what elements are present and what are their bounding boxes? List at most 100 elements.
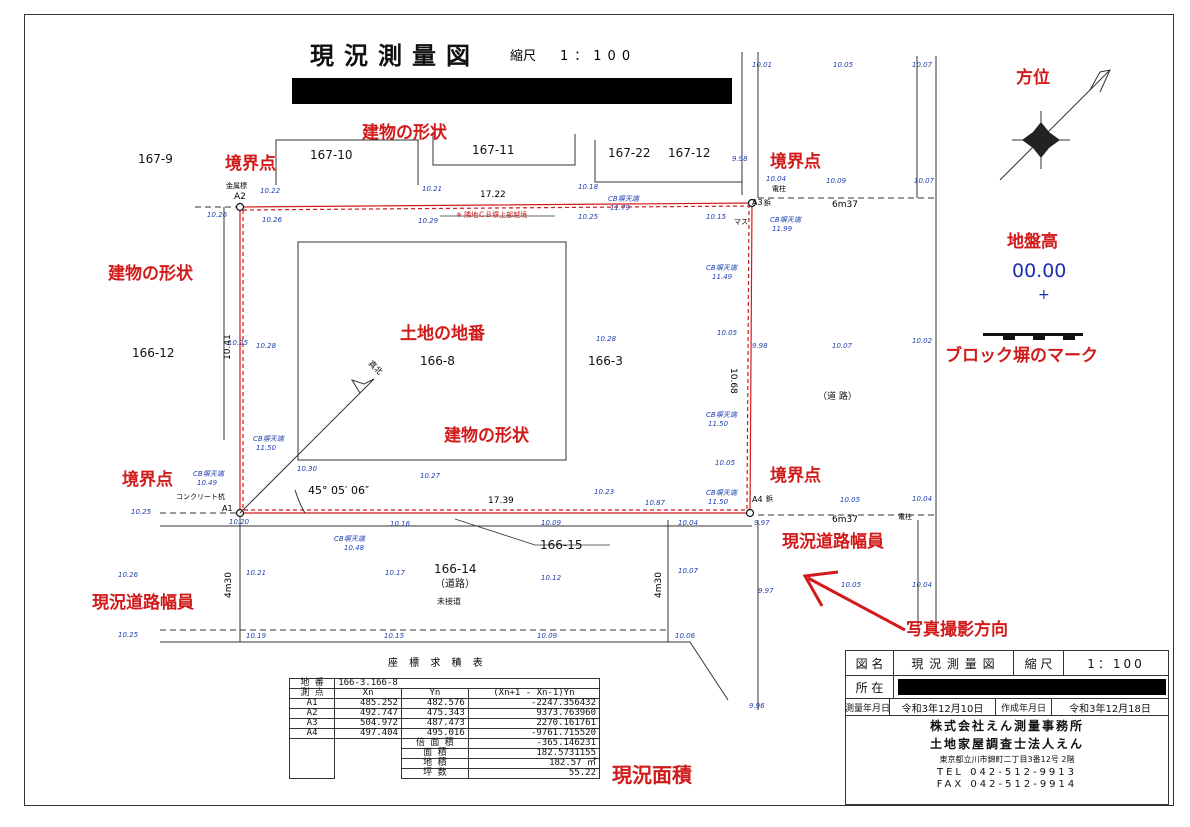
elevation-reading: 10.21 [422,185,443,193]
table-cell: 492.747 [334,708,402,719]
annotation-boundary-point-a1: 境界点 [122,470,173,490]
cb-wall-value: 11.79 [610,204,631,212]
summary-value: 182.5731155 [467,748,601,759]
cb-wall-label: CB塀天端 [706,264,737,272]
annotation-ground-height: 地盤高 [1007,232,1058,252]
page-title: 現況測量図 [310,42,480,70]
company-fax: FAX 042-512-9914 [936,779,1078,790]
lot-167-11: 167-11 [472,143,515,157]
table-row: 地 積 182.57 ㎡ [290,758,601,769]
table-row: A4 497.404 495.016 -9761.715520 [288,728,601,739]
elevation-reading: 9.98 [752,342,768,350]
cb-wall-label: CB塀天端 [253,435,284,443]
annotation-road-width-right: 現況道路幅員 [782,532,884,552]
annotation-boundary-point-a3: 境界点 [770,152,821,172]
metal-marker-label: 金属標 [226,182,247,190]
elevation-reading: 10.05 [840,496,861,504]
elevation-reading: 10.09 [541,519,562,527]
summary-value: 55.22 [467,768,601,779]
elevation-reading: 10.25 [131,508,152,516]
tb-survey-date-label: 測量年月日 [845,699,890,715]
elevation-reading: 10.19 [246,632,267,640]
lot-167-22: 167-22 [608,146,651,160]
coord-header: (Xn+1 - Xn-1)Yn [467,688,601,699]
cb-wall-value: 11.50 [256,444,277,452]
table-cell [288,738,336,779]
lot-167-9: 167-9 [138,152,173,166]
cb-wall-value: 10.49 [197,479,218,487]
elevation-reading: 10.07 [832,342,853,350]
annotation-boundary-point-a4: 境界点 [770,466,821,486]
new-marker-a4: 鋲 [766,495,773,503]
elevation-reading: 10.25 [228,339,249,347]
pole-label-1: 電柱 [772,185,786,193]
elevation-reading: 10.09 [826,177,847,185]
elevation-reading: 10.01 [752,61,773,69]
table-row: 面 積 182.5731155 [290,748,601,759]
dimension-top: 17.22 [480,190,506,200]
elevation-reading: 10.29 [418,217,439,225]
elevation-reading: 10.28 [596,335,617,343]
coord-table: 地 番 166-3.166-8 測 点 Xn Yn (Xn+1 - Xn-1)Y… [288,678,601,779]
annotation-building-shape-left: 建物の形状 [108,264,193,284]
cb-wall-label: CB塀天端 [334,535,365,543]
elevation-reading: 10.07 [912,61,933,69]
lot-167-12: 167-12 [668,146,711,160]
cb-wall-value: 11.50 [708,498,729,506]
table-cell: A2 [288,708,336,719]
coord-table-title: 座 標 求 積 表 [388,658,487,669]
lot-167-10: 167-10 [310,148,353,162]
tb-name-value: 現 況 測 量 図 [894,651,1014,675]
building-outline-167-10 [275,139,419,185]
cb-wall-label: CB塀天端 [193,470,224,478]
table-cell: 2270.161761 [467,718,601,729]
building-outline-167-11 [432,134,576,166]
cb-wall-label: CB塀天端 [706,489,737,497]
coord-header: Yn [400,688,469,699]
table-cell: 487.473 [400,718,469,729]
ground-height-value: 00.00 [1012,260,1067,282]
table-cell: 504.972 [334,718,402,729]
tb-scale-value: 1：100 [1087,656,1145,671]
unconnected-road-label: 未接道 [437,597,461,606]
summary-value: 182.57 ㎡ [467,758,601,769]
summary-label: 倍 面 積 [400,738,469,749]
annotation-road-width-left: 現況道路幅員 [92,593,194,613]
elevation-reading: 10.04 [766,175,787,183]
redacted-location [898,679,1166,695]
elevation-reading: 10.26 [207,211,228,219]
scale-label: 縮尺 [510,49,537,64]
annotation-boundary-point-a2: 境界点 [225,154,276,174]
annotation-building-shape-top: 建物の形状 [362,123,447,143]
annotation-building-shape-center: 建物の形状 [444,426,529,446]
elevation-reading: 10.25 [578,213,599,221]
annotation-photo-direction: 写真撮影方向 [906,620,1008,640]
tb-created-date-value: 令和3年12月18日 [1069,703,1151,715]
elevation-reading: 10.17 [385,569,406,577]
elevation-reading: 9.97 [758,587,774,595]
table-cell: 495.016 [400,728,469,739]
concrete-post-label: コンクリート杭 [176,493,225,501]
elevation-reading: 10.21 [246,569,267,577]
table-cell: 9373.763960 [467,708,601,719]
title-block: 図 名 現 況 測 量 図 縮 尺 1：100 所 在 測量年月日 令和3年12… [845,650,1169,805]
cb-wall-value: 10.48 [344,544,365,552]
table-cell: -9761.715520 [467,728,601,739]
elevation-reading: 10.04 [678,519,699,527]
elevation-reading: 9.96 [749,702,765,710]
elevation-reading: 10.26 [118,571,139,579]
company-address: 東京都立川市錦町二丁目3番12号 2階 [939,755,1075,764]
block-wall-mark-icon [983,333,1083,340]
elevation-reading: 10.25 [118,631,139,639]
road-width-right-bottom: 6m37 [832,515,858,525]
summary-label: 坪 数 [400,768,469,779]
dimension-right: 10.68 [728,368,738,394]
redacted-address-bar [292,78,732,104]
cb-wall-value: 11.50 [708,420,729,428]
company-tel: TEL 042-512-9913 [936,767,1078,778]
road-width-mid-dim: 4m30 [654,572,664,598]
elevation-reading: 10.06 [675,632,696,640]
elevation-reading: 10.07 [914,177,935,185]
elevation-reading: 9.98 [732,155,748,163]
elevation-reading: 10.27 [420,472,441,480]
